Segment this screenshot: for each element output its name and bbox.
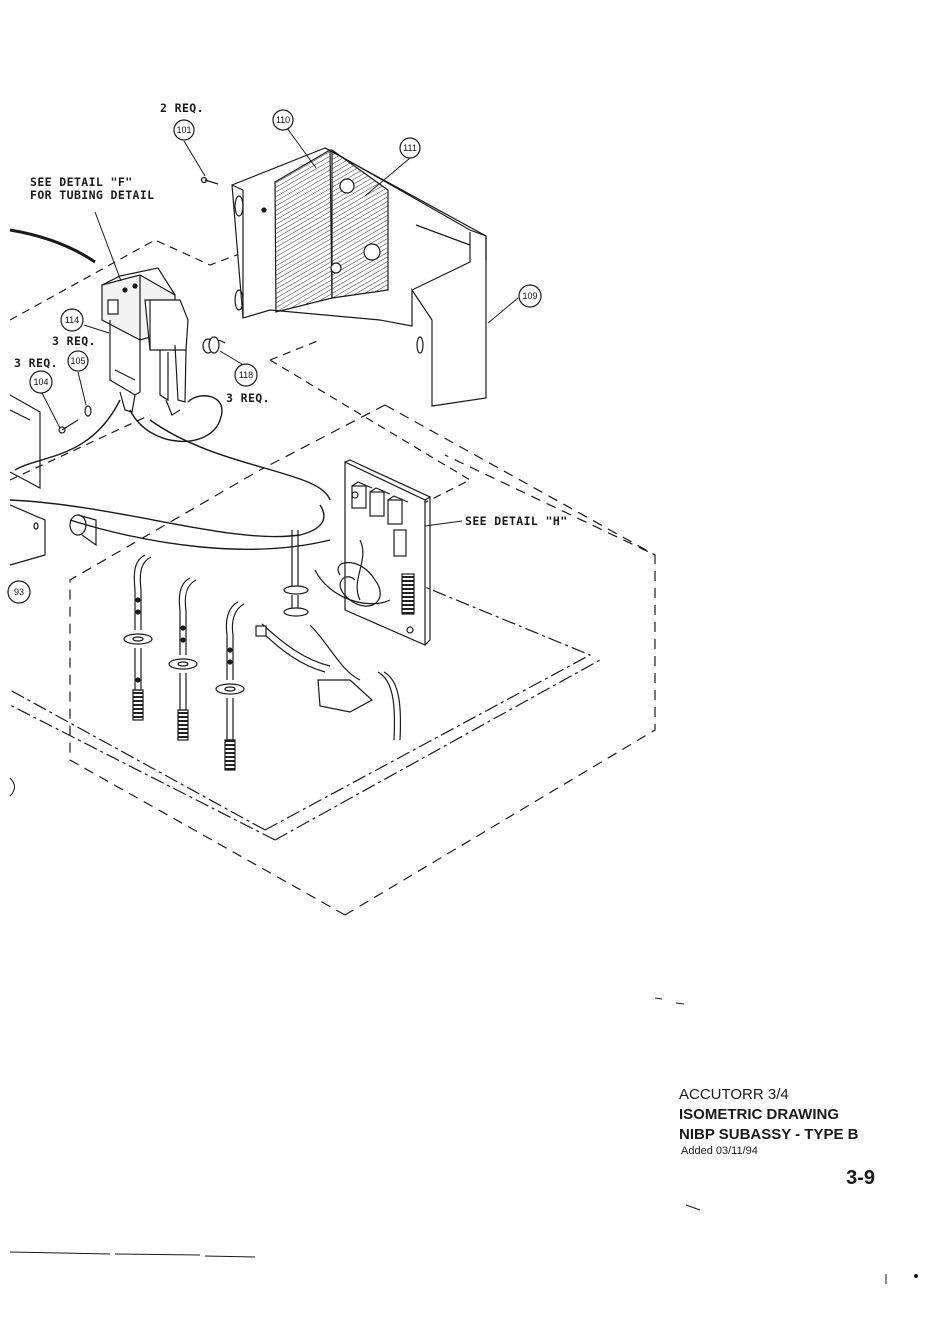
callout-tubing-detail: FOR TUBING DETAIL (30, 188, 155, 202)
callout-three-req-114: 3 REQ. (52, 334, 96, 348)
lower-connector (256, 624, 400, 740)
tube-fitting-group (124, 530, 308, 770)
washer-105 (85, 406, 91, 416)
callout-see-detail-f: SEE DETAIL "F" (30, 175, 133, 189)
membrane-pad-111 (331, 150, 388, 298)
subassembly-title: NIBP SUBASSY - TYPE B (679, 1125, 909, 1145)
left-partial-parts (10, 395, 96, 565)
callout-three-req-118: 3 REQ. (226, 391, 270, 405)
screw-104 (59, 420, 78, 433)
item-number-118: 118 (239, 370, 253, 380)
item-number-101: 101 (176, 125, 191, 135)
scan-marks (10, 778, 918, 1284)
item-number-110: 110 (276, 115, 290, 125)
title-block: ACCUTORR 3/4 ISOMETRIC DRAWING NIBP SUBA… (679, 1085, 909, 1190)
fitting-118 (203, 337, 225, 353)
item-number-114: 114 (65, 315, 79, 325)
item-number-109: 109 (522, 291, 537, 301)
page-number: 3-9 (679, 1167, 909, 1190)
item-number-104: 104 (33, 377, 48, 387)
callout-three-req-105: 3 REQ. (14, 356, 58, 370)
valve-board (315, 460, 430, 645)
inner-plate-outline (10, 585, 600, 840)
screw-101 (202, 178, 219, 185)
callout-two-req: 2 REQ. (160, 101, 204, 115)
product-name: ACCUTORR 3/4 (679, 1085, 909, 1105)
drawing-type: ISOMETRIC DRAWING (679, 1105, 909, 1125)
added-date: Added 03/11/94 (681, 1145, 909, 1157)
item-number-111: 111 (403, 143, 417, 153)
pump-assembly (102, 268, 188, 415)
callout-see-detail-h: SEE DETAIL "H" (465, 514, 568, 528)
item-number-93: 93 (14, 587, 24, 597)
item-number-105: 105 (70, 356, 85, 366)
